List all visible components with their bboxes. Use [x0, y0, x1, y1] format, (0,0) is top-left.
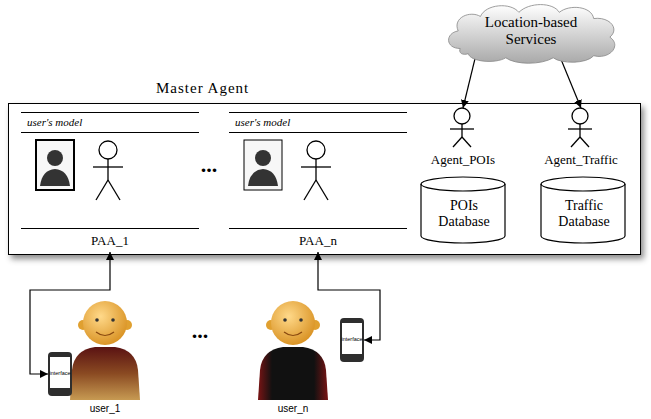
ellipsis-label: ... — [192, 318, 209, 344]
user-photo-icon — [244, 140, 282, 190]
master-agent-title: Master Agent — [156, 80, 249, 97]
agent-stick-figure — [93, 141, 123, 200]
panel-text: user's model — [21, 112, 199, 133]
panel-text: user's model — [229, 112, 407, 133]
cloud-label: Location-based Services — [470, 14, 592, 49]
phone-screen: interface — [50, 357, 70, 388]
user-photo-shoulders — [248, 169, 278, 186]
agent-node: Agent_Traffic — [539, 108, 623, 168]
agent-node: Agent_POIs — [421, 108, 505, 168]
db-node: POIs Database — [420, 177, 508, 243]
db-node: Traffic Database — [540, 177, 628, 243]
agent-label: Agent_Traffic — [544, 152, 618, 168]
panel-node: user's modelPAA_n — [229, 112, 407, 252]
connector — [463, 53, 476, 108]
paa-n-figures — [244, 140, 331, 200]
user-photo-head — [47, 150, 63, 166]
user-photo-icon — [36, 140, 74, 190]
user-n-figure — [258, 301, 328, 400]
user-label: user_n — [278, 403, 309, 414]
database-label: POIs Database — [424, 198, 504, 230]
database-label: Traffic Database — [544, 198, 624, 230]
cloud-node: Location-based Services — [440, 2, 622, 64]
panel-node: user's modelPAA_1 — [21, 112, 199, 252]
agent-pois-figure — [450, 108, 474, 147]
panel-text: PAA_1 — [21, 228, 199, 252]
master-node: Master Agentuser's modelPAA_1user's mode… — [8, 103, 641, 255]
user-photo-shoulders — [40, 169, 70, 186]
interface-label: interface — [49, 370, 70, 376]
user-1-figure — [70, 301, 140, 400]
paa-1-figures — [36, 140, 123, 200]
user-label: user_1 — [90, 403, 121, 414]
phone-screen: interface — [342, 323, 362, 354]
interface-label: interface — [341, 336, 362, 342]
agent-label: Agent_POIs — [431, 152, 495, 168]
agent-traffic-figure — [568, 108, 592, 147]
phone-node: interface — [340, 318, 364, 362]
panel-text: PAA_n — [229, 228, 407, 252]
user-photo-head — [255, 150, 271, 166]
agent-stick-figure — [301, 141, 331, 200]
phone-node: interface — [48, 352, 72, 396]
ellipsis-label: ... — [201, 152, 218, 178]
